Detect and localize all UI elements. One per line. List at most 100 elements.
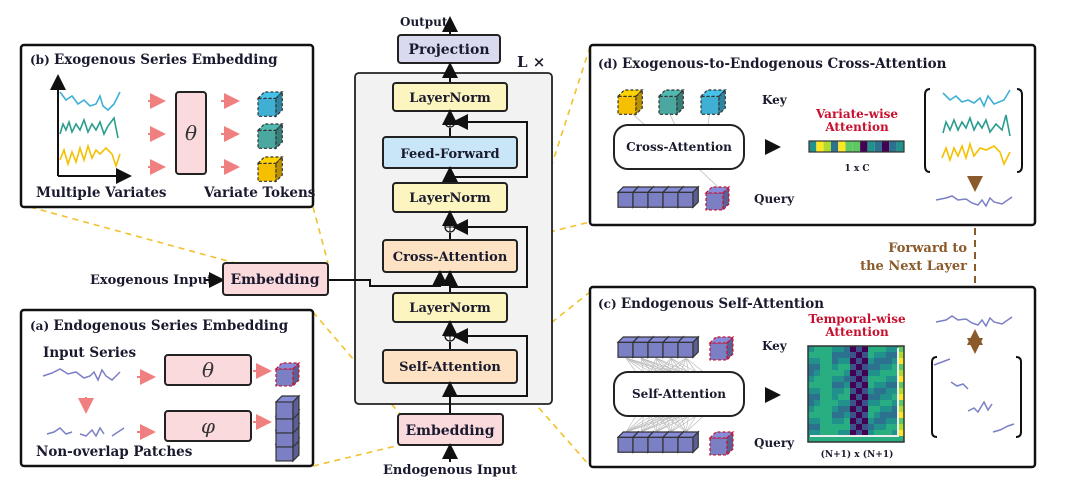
attention-cell bbox=[844, 364, 851, 371]
attention-cell bbox=[830, 141, 839, 152]
attention-cell bbox=[814, 352, 821, 359]
zoom-connectors bbox=[29, 46, 591, 467]
cross-attention-module-label: Cross-Attention bbox=[626, 140, 732, 154]
attention-cell bbox=[874, 394, 881, 401]
temporal-attention-map bbox=[807, 345, 905, 443]
attention-cell bbox=[862, 346, 869, 353]
attention-cell bbox=[838, 412, 845, 419]
attention-cell bbox=[844, 382, 851, 389]
attention-cell bbox=[808, 406, 815, 413]
key-token-icon bbox=[616, 88, 644, 116]
attention-cell bbox=[844, 406, 851, 413]
attention-cell bbox=[898, 352, 905, 359]
attention-cell bbox=[867, 141, 875, 152]
attention-cell bbox=[868, 382, 875, 389]
projection-label: Projection bbox=[408, 42, 489, 58]
attention-cell bbox=[892, 388, 899, 395]
attention-cell bbox=[845, 141, 853, 152]
attention-cell bbox=[886, 424, 893, 431]
attention-cell bbox=[814, 424, 821, 431]
attention-cell bbox=[856, 412, 863, 419]
attention-cell bbox=[844, 370, 851, 377]
variate-attention-shape: 1 x C bbox=[844, 164, 869, 174]
query-label: Query bbox=[754, 192, 795, 206]
attention-cell bbox=[808, 364, 815, 371]
key-label: Key bbox=[762, 339, 788, 353]
attention-cell bbox=[880, 370, 887, 377]
attention-cell bbox=[826, 376, 833, 383]
attention-cell bbox=[892, 346, 899, 353]
attention-cell bbox=[850, 352, 857, 359]
attention-cell bbox=[880, 406, 887, 413]
attention-cell bbox=[820, 394, 827, 401]
attention-cell bbox=[868, 352, 875, 359]
attention-cell bbox=[850, 388, 857, 395]
attention-cell bbox=[814, 388, 821, 395]
attention-cell bbox=[886, 370, 893, 377]
panel-title: Exogenous-to-Endogenous Cross-Attention bbox=[622, 56, 947, 72]
attention-cell bbox=[862, 358, 869, 365]
attention-cell bbox=[856, 424, 863, 431]
attention-cell bbox=[820, 424, 827, 431]
attention-cell bbox=[826, 352, 833, 359]
variate-attention-title: Variate-wise bbox=[815, 107, 898, 121]
attention-cell bbox=[838, 376, 845, 383]
variate-tokens-caption: Variate Tokens bbox=[203, 185, 316, 201]
attention-cell bbox=[874, 352, 881, 359]
phi-projection bbox=[164, 410, 252, 442]
attention-cell bbox=[832, 412, 839, 419]
attention-cell bbox=[874, 388, 881, 395]
attention-cell bbox=[850, 382, 857, 389]
attention-cell bbox=[850, 394, 857, 401]
panel-self-attention: (c) Endogenous Self-Attention Key Self-A… bbox=[588, 285, 1037, 469]
attention-cell bbox=[832, 382, 839, 389]
attention-cell bbox=[874, 382, 881, 389]
attention-cell bbox=[862, 436, 869, 443]
attention-cell bbox=[886, 406, 893, 413]
attention-cell bbox=[808, 394, 815, 401]
attention-cell bbox=[880, 400, 887, 407]
attention-cell bbox=[880, 364, 887, 371]
feed-forward-label: Feed-Forward bbox=[400, 147, 499, 162]
exogenous-embedding-label: Embedding bbox=[230, 272, 319, 288]
attention-cell bbox=[898, 394, 905, 401]
attention-cell bbox=[826, 382, 833, 389]
attention-cell bbox=[814, 346, 821, 353]
variate-token-icon bbox=[256, 155, 284, 183]
attention-cell bbox=[892, 400, 899, 407]
attention-cell bbox=[892, 376, 899, 383]
attention-cell bbox=[808, 418, 815, 425]
attention-cell bbox=[809, 141, 817, 152]
panel-endogenous-embedding: (a) Endogenous Series Embedding Input Se… bbox=[19, 308, 315, 468]
attention-cell bbox=[808, 382, 815, 389]
attention-cell bbox=[880, 388, 887, 395]
attention-cell bbox=[808, 376, 815, 383]
attention-cell bbox=[874, 141, 882, 152]
attention-cell bbox=[880, 418, 887, 425]
attention-cell bbox=[844, 388, 851, 395]
attention-cell bbox=[844, 346, 851, 353]
panel-title: Endogenous Series Embedding bbox=[53, 318, 288, 334]
attention-cell bbox=[868, 418, 875, 425]
attention-cell bbox=[850, 418, 857, 425]
attention-cell bbox=[826, 430, 833, 437]
query-tokens-icon bbox=[616, 430, 700, 454]
attention-cell bbox=[856, 376, 863, 383]
exogenous-embedding-block bbox=[222, 262, 329, 296]
attention-cell bbox=[832, 358, 839, 365]
right-bracket bbox=[1016, 88, 1023, 173]
panel-exogenous-embedding: (b) Exogenous Series Embedding θ Multipl… bbox=[19, 43, 316, 209]
attention-cell bbox=[844, 424, 851, 431]
attention-cell bbox=[820, 370, 827, 377]
attention-cell bbox=[892, 370, 899, 377]
attention-cell bbox=[826, 418, 833, 425]
attention-cell bbox=[868, 436, 875, 443]
attention-cell bbox=[896, 141, 904, 152]
attention-cell bbox=[838, 424, 845, 431]
attention-cell bbox=[808, 436, 815, 443]
attention-cell bbox=[874, 370, 881, 377]
attention-cell bbox=[880, 424, 887, 431]
attention-cell bbox=[868, 346, 875, 353]
attention-cell bbox=[886, 412, 893, 419]
panel-title: Endogenous Self-Attention bbox=[621, 296, 824, 312]
